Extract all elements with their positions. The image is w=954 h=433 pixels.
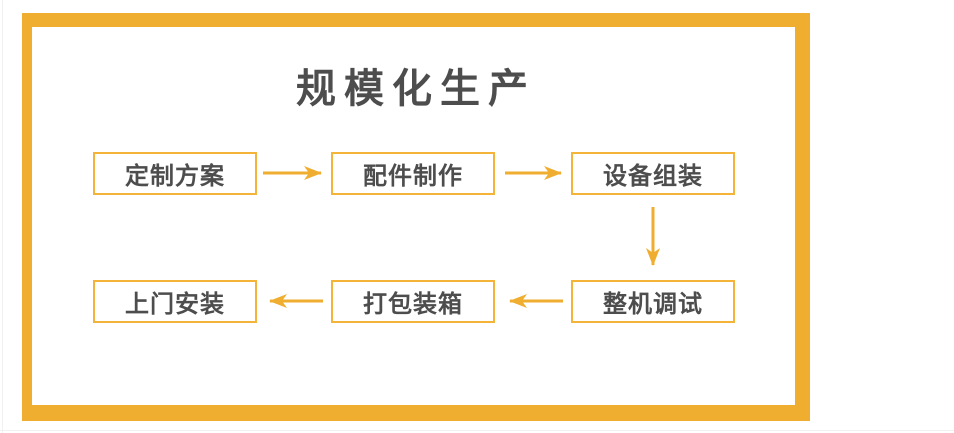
flow-node-label: 整机调试 [603, 291, 703, 318]
flow-node-label: 打包装箱 [363, 291, 463, 318]
diagram-frame [22, 13, 810, 421]
flow-node-equipment-assembly: 设备组装 [571, 152, 735, 195]
flow-node-parts-production: 配件制作 [331, 152, 495, 195]
diagram-title: 规模化生产 [296, 67, 536, 111]
flow-node-label: 配件制作 [363, 163, 463, 190]
page-edge-divider [2, 0, 3, 433]
section-divider [0, 430, 954, 431]
flow-node-onsite-installation: 上门安装 [93, 280, 257, 323]
flow-node-machine-debugging: 整机调试 [571, 280, 735, 323]
flow-node-custom-plan: 定制方案 [93, 152, 257, 195]
flow-node-label: 上门安装 [125, 291, 225, 318]
flow-node-packing: 打包装箱 [331, 280, 495, 323]
flow-node-label: 定制方案 [125, 163, 225, 190]
flow-node-label: 设备组装 [603, 163, 703, 190]
